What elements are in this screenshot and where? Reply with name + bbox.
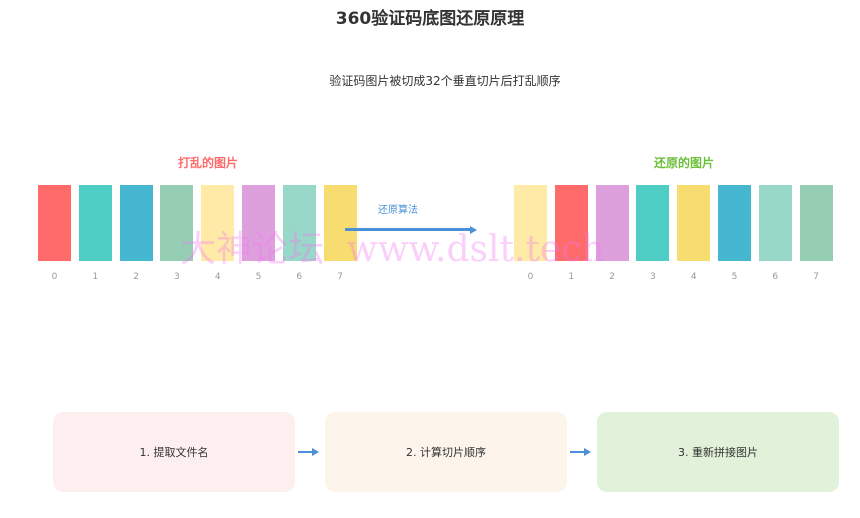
slice-index: 7 bbox=[337, 272, 343, 282]
slice-index: 3 bbox=[174, 272, 180, 282]
subtitle: 验证码图片被切成32个垂直切片后打乱顺序 bbox=[329, 74, 561, 88]
slice-0 bbox=[38, 185, 71, 261]
step-label: 1. 提取文件名 bbox=[139, 446, 209, 459]
arrow-right-icon bbox=[312, 448, 319, 456]
slice-2 bbox=[595, 185, 629, 261]
step-3-box: 3. 重新拼接图片 bbox=[597, 412, 839, 492]
slice-4 bbox=[677, 185, 711, 261]
slice-4 bbox=[201, 185, 235, 261]
slice-index: 2 bbox=[133, 272, 139, 282]
slice-7 bbox=[799, 185, 833, 261]
slice-5 bbox=[718, 185, 751, 261]
algorithm-label: 还原算法 bbox=[378, 205, 418, 216]
arrow-right-icon bbox=[584, 448, 591, 456]
restored-label: 还原的图片 bbox=[653, 156, 714, 170]
arrow-right-icon bbox=[470, 225, 477, 234]
slice-index: 6 bbox=[296, 272, 303, 282]
slice-index: 6 bbox=[772, 272, 779, 282]
arrow-line bbox=[570, 451, 585, 453]
slice-0 bbox=[514, 185, 547, 261]
shuffled-label: 打乱的图片 bbox=[177, 156, 238, 170]
slice-3 bbox=[160, 185, 194, 261]
arrow-line bbox=[298, 451, 313, 453]
slice-index: 7 bbox=[813, 272, 819, 282]
step-1-box: 1. 提取文件名 bbox=[53, 412, 295, 492]
slice-index: 4 bbox=[690, 272, 697, 282]
page-title: 360验证码底图还原原理 bbox=[335, 9, 525, 29]
step-label: 3. 重新拼接图片 bbox=[678, 446, 758, 459]
slice-index: 5 bbox=[731, 272, 738, 282]
slice-index: 5 bbox=[255, 272, 262, 282]
step-2-box: 2. 计算切片顺序 bbox=[325, 412, 567, 492]
slice-7 bbox=[323, 185, 357, 261]
slice-index: 4 bbox=[214, 272, 221, 282]
slice-index: 1 bbox=[568, 272, 575, 282]
slice-5 bbox=[242, 185, 275, 261]
slice-6 bbox=[758, 185, 792, 261]
slice-index: 3 bbox=[650, 272, 656, 282]
slice-index: 2 bbox=[609, 272, 615, 282]
slice-1 bbox=[554, 185, 588, 261]
slice-index: 0 bbox=[527, 272, 534, 282]
slice-index: 0 bbox=[51, 272, 58, 282]
slice-3 bbox=[636, 185, 670, 261]
slice-index: 1 bbox=[92, 272, 99, 282]
slice-1 bbox=[78, 185, 112, 261]
slice-2 bbox=[119, 185, 153, 261]
arrow-line bbox=[345, 228, 471, 231]
slice-6 bbox=[282, 185, 316, 261]
step-label: 2. 计算切片顺序 bbox=[406, 446, 486, 459]
